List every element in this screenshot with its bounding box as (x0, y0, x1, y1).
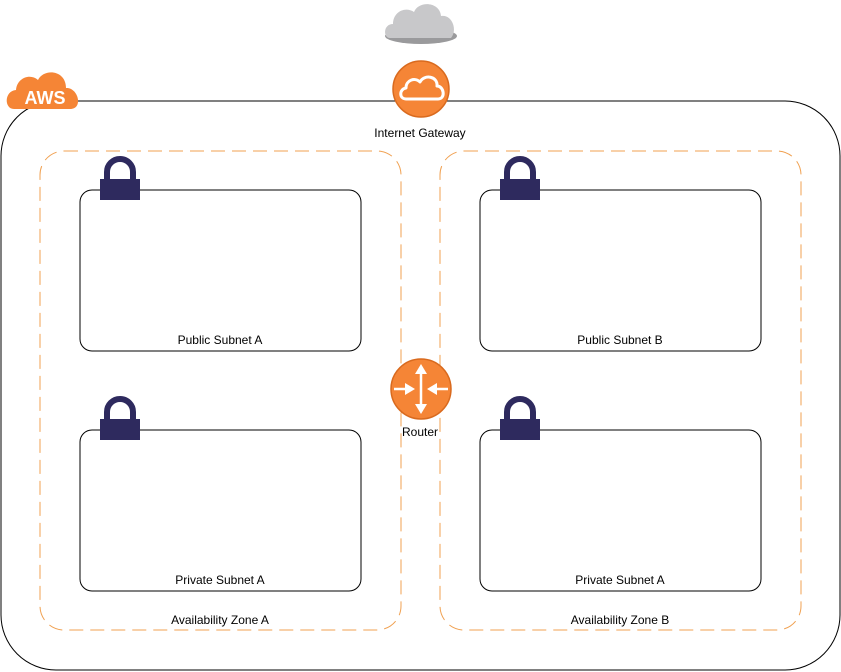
public-subnet-b[interactable] (479, 189, 762, 352)
router[interactable] (390, 358, 452, 420)
lock-icon (500, 156, 540, 200)
private-subnet-a[interactable] (79, 429, 362, 592)
lock-icon (100, 156, 140, 200)
private-subnet-b-label: Private Subnet A (575, 573, 664, 587)
lock-icon (500, 396, 540, 440)
private-subnet-b[interactable] (479, 429, 762, 592)
aws-logo-text: AWS (24, 88, 65, 108)
availability-zone-b-label: Availability Zone B (571, 613, 670, 627)
router-label: Router (402, 425, 438, 439)
private-subnet-a-label: Private Subnet A (175, 573, 264, 587)
public-subnet-a[interactable] (79, 189, 362, 352)
public-subnet-a-label: Public Subnet A (178, 333, 263, 347)
availability-zone-b (439, 150, 802, 631)
router-icon (394, 364, 448, 414)
lock-icon (100, 396, 140, 440)
aws-logo-icon: AWS (6, 72, 79, 109)
availability-zone-a-label: Availability Zone A (171, 613, 269, 627)
internet-gateway-label: Internet Gateway (374, 126, 465, 140)
internet-gateway[interactable] (392, 60, 450, 118)
public-subnet-b-label: Public Subnet B (577, 333, 662, 347)
internet-cloud-icon (385, 4, 457, 44)
availability-zone-a (39, 150, 402, 631)
cloud-icon (399, 75, 445, 101)
